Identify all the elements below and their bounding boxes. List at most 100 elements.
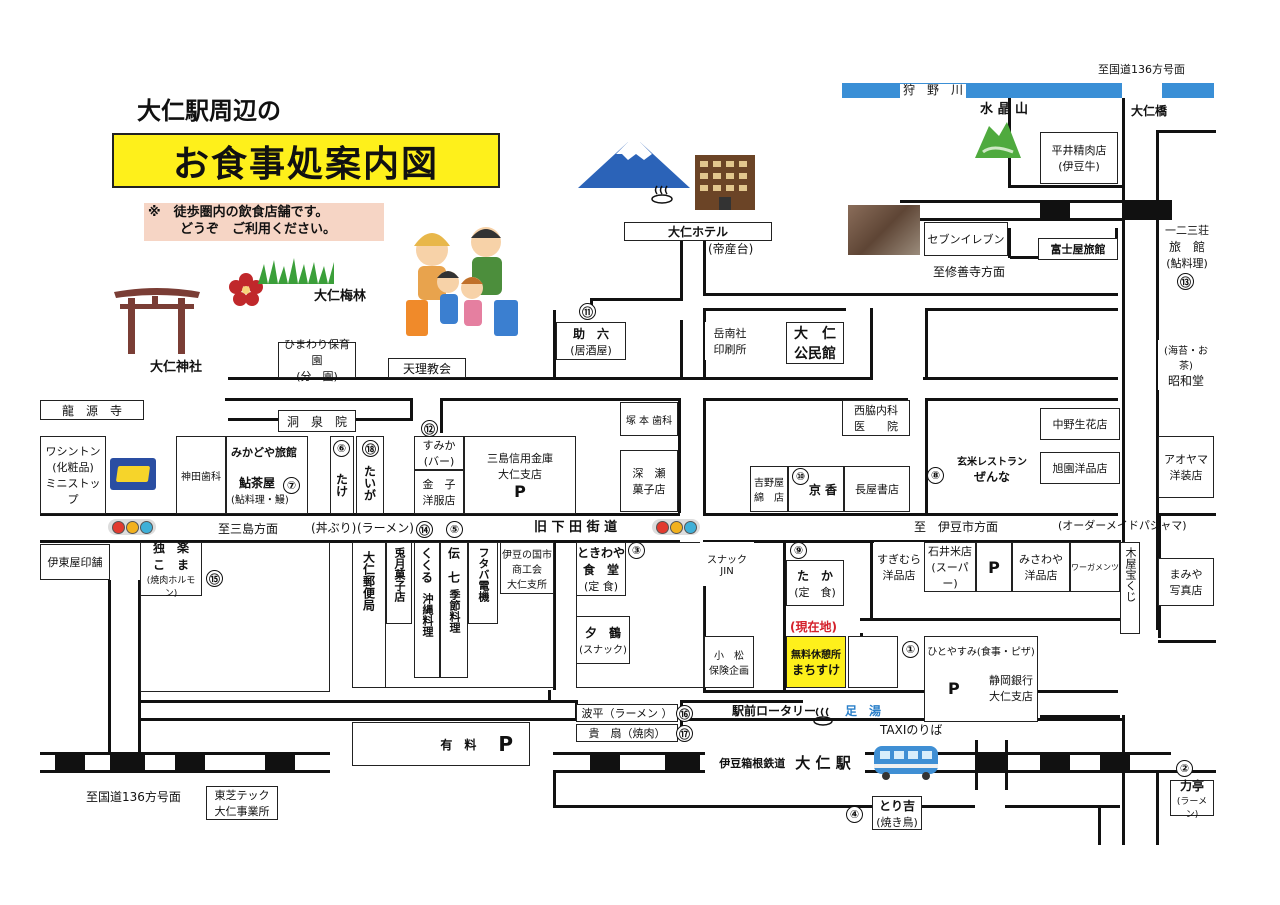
dokuraku-box: 独 楽 こ ま (焼肉ホルモン) — [140, 541, 202, 599]
road — [703, 240, 706, 295]
ishii-sub: (スーパー) — [931, 561, 969, 590]
marker-7: ⑦ — [283, 477, 300, 494]
road — [860, 633, 863, 636]
traffic-light-icon — [652, 519, 700, 535]
title-line1: 大仁駅周辺の — [137, 97, 281, 125]
misawaya-sub: 洋品店 — [1024, 569, 1058, 582]
road — [925, 308, 1118, 311]
road — [1156, 770, 1159, 845]
mamiya-box: まみや 写真店 — [1158, 558, 1214, 606]
note-box: ※ 徒歩圏内の飲食店舗です。 どうぞ ご利用ください。 — [144, 203, 384, 241]
shokokai-branch: 大仁支所 — [507, 579, 547, 591]
shinkin-name: 三島信用金庫 — [487, 451, 553, 465]
ichinisan-type: 旅 館 — [1168, 239, 1205, 254]
note-line2: どうぞ ご利用ください。 — [180, 222, 337, 237]
current-location-label: (現在地) — [790, 620, 837, 634]
road — [678, 398, 681, 513]
road — [1010, 185, 1125, 188]
road — [1158, 513, 1216, 516]
namihei-label: 波平（ラーメン ） — [581, 707, 673, 720]
hotel-sub: (帝産台) — [708, 242, 754, 256]
marker-11: ⑪ — [579, 303, 596, 320]
shizuginko-name: 静岡銀行 — [989, 674, 1033, 687]
road — [108, 580, 111, 752]
chikaratei-sub: (ラーメン) — [1176, 796, 1208, 820]
rotary-box — [848, 636, 898, 688]
hitoyasumi-block: ひとやすみ(食事・ピザ) — [924, 636, 1038, 722]
road — [703, 398, 706, 513]
kyoka-label: 京 香 — [808, 482, 837, 497]
take-label: たけ — [334, 473, 349, 497]
rotary-label: 駅前ロータリー — [732, 704, 817, 718]
taka-box: た か (定 食) — [786, 560, 844, 606]
himawari-sub: (分 園) — [296, 370, 338, 383]
tokiwaya-sub: (定 食) — [583, 580, 619, 593]
marker-4: ④ — [846, 806, 863, 823]
mishima-direction: 至三島方面 — [218, 522, 279, 536]
road — [783, 540, 786, 690]
road — [1122, 715, 1125, 845]
road — [1098, 805, 1101, 845]
toshiba-box: 東芝テック 大仁事業所 — [206, 786, 278, 820]
road — [1005, 740, 1008, 790]
yoshinoya-sub: 綿 店 — [754, 493, 784, 504]
kyokuen-label: 旭園洋品店 — [1052, 462, 1108, 475]
zenna-type: 玄米レストラン — [957, 457, 1027, 468]
himawari-box: ひまわり保育園 (分 園) — [278, 338, 356, 383]
sukeroku-box: 助 六 (居酒屋) — [556, 322, 626, 360]
shuzenji-direction: 至修善寺方面 — [933, 265, 1006, 279]
kukuru-box: くくる 沖縄料理 — [414, 542, 440, 678]
road — [1005, 805, 1120, 808]
road — [553, 805, 873, 808]
namihei-box: 波平（ラーメン ） — [576, 704, 678, 722]
marker-12: ⑫ — [421, 420, 438, 437]
road — [228, 377, 873, 380]
gakunan-name: 岳南社 — [713, 327, 747, 340]
marker-9: ⑨ — [790, 542, 807, 559]
ichinisan-box: 一二三荘 旅 館 (鮎料理) — [1160, 222, 1214, 270]
suzumura-box: すぎむら 洋品店 — [874, 542, 924, 592]
kominkan-box: 大 仁 公民館 — [786, 322, 844, 364]
rail-segment — [590, 752, 620, 772]
rail-segment — [175, 752, 205, 772]
tokiwaya-box: ときわや 食 堂 (定 食) — [576, 542, 626, 596]
snack-jin-name: JIN — [720, 566, 734, 577]
road — [703, 398, 908, 401]
paid-parking-box: 有 料 P — [352, 722, 530, 766]
hitoyasumi-parking: P — [948, 679, 960, 698]
road — [680, 240, 683, 300]
taiga-label: たいが — [362, 465, 377, 501]
sukeroku-sub: (居酒屋) — [570, 343, 612, 357]
ichinisan-sub: (鮎料理) — [1166, 256, 1208, 270]
road — [683, 700, 803, 703]
marker-14: ⑭ — [416, 521, 433, 538]
marker-6: ⑥ — [333, 440, 350, 457]
ishii-box: 石井米店 (スーパー) — [924, 542, 976, 592]
kiyatakara-label: 木屋宝くじ — [1124, 547, 1137, 602]
nagaya-box: 長屋書店 — [844, 466, 910, 512]
himawari-name: ひまわり保育園 — [284, 338, 350, 367]
road — [553, 770, 556, 807]
zenna-box: 玄米レストラン ぜんな — [946, 452, 1038, 486]
kyokuen-box: 旭園洋品店 — [1040, 452, 1120, 484]
itoya-label: 伊東屋印舗 — [47, 556, 103, 569]
toshiba-name: 東芝テック — [214, 789, 270, 802]
fujiya-label: 富士屋旅館 — [1050, 243, 1106, 256]
kanda-label: 神田歯科 — [181, 471, 221, 483]
hotel-label: 大仁ホテル — [667, 225, 728, 239]
futaba-label: フタバ電機 — [477, 547, 490, 602]
toriyoshi-sub: (焼き鳥) — [876, 815, 918, 829]
torii-gate-icon — [114, 288, 200, 354]
kominkan-sub: 公民館 — [794, 346, 836, 362]
aoyama-box: アオヤマ 洋装店 — [1158, 436, 1214, 498]
marker-13: ⑬ — [1177, 273, 1194, 290]
tenri-box: 天理教会 — [388, 358, 466, 378]
kanda-box: 神田歯科 — [176, 436, 226, 514]
gakunan-box: 岳南社 印刷所 — [705, 322, 755, 360]
road — [1040, 715, 1120, 718]
mount-fuji-icon — [578, 142, 690, 188]
onsen-icon — [651, 185, 673, 204]
ichinisan-name: 一二三荘 — [1165, 223, 1209, 237]
hitoyasumi-label: ひとやすみ(食事・ピザ) — [927, 647, 1035, 658]
nishiwaki-name: 西脇内科 — [854, 404, 898, 417]
